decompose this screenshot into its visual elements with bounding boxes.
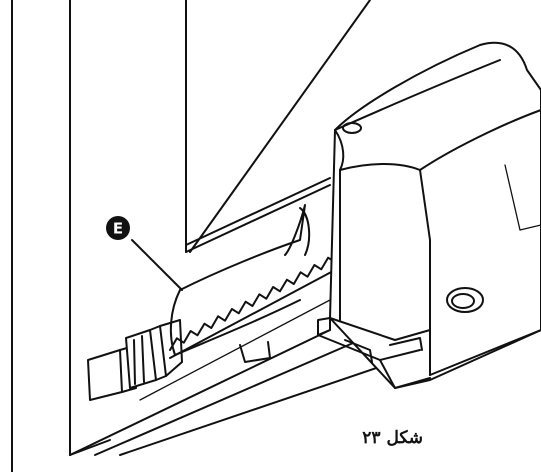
rack-base	[169, 269, 336, 359]
callout-leader	[131, 239, 183, 291]
rail-track	[69, 177, 401, 456]
gate-post	[11, 0, 187, 472]
diagonal-guide-line	[189, 0, 371, 253]
motor-unit	[317, 41, 541, 389]
rack-teeth	[169, 256, 336, 351]
rack-support	[239, 341, 271, 363]
gear-rack	[169, 256, 336, 359]
callout-letter: E	[113, 220, 123, 238]
figure-caption: شکل ۲۳	[362, 428, 423, 448]
connector-block	[87, 319, 183, 401]
callout-marker: E	[106, 216, 130, 240]
